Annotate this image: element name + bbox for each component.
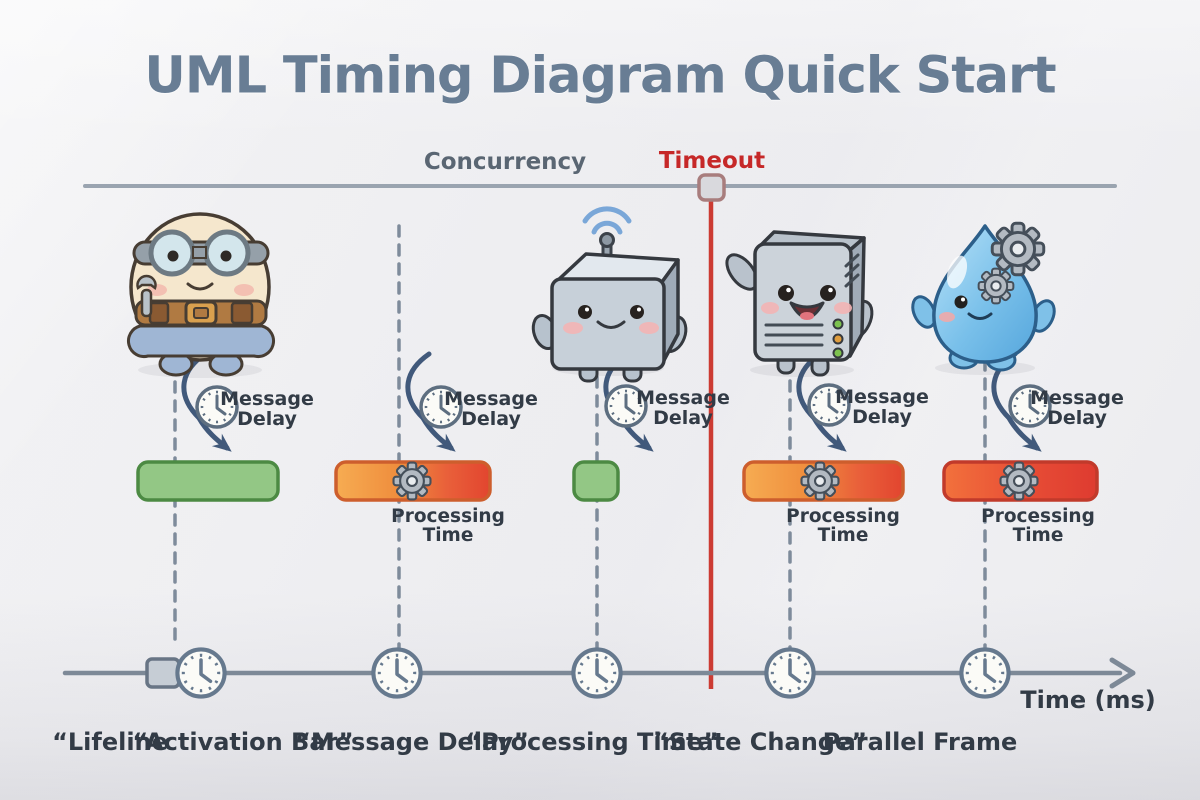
lifelines (173, 224, 987, 650)
activation-bar-green-small (572, 460, 620, 502)
gear-icon (392, 461, 432, 501)
legend-activation-bar: “Activation Bar” (132, 728, 354, 756)
gear-icon (999, 461, 1039, 501)
gear-icon (990, 221, 1046, 277)
message-delay-line2: Delay (852, 406, 912, 428)
message-delay-label: Message Delay (636, 388, 730, 428)
time-axis (62, 649, 1136, 696)
legend-state-change: “State Change” (652, 728, 868, 756)
processing-time-line1: Processing (981, 506, 1095, 527)
legend-message-delay: “Message Delay” (295, 728, 529, 756)
legend-processing-time: “Processing Time” (465, 728, 719, 756)
processing-time-label: Processing Time (981, 507, 1095, 545)
activation-bars (136, 460, 1099, 502)
message-delay-line2: Delay (653, 407, 713, 429)
message-delay-line2: Delay (461, 408, 521, 430)
waterdrop-mascot (911, 221, 1056, 375)
state-square-icon (697, 173, 726, 202)
message-delay-label: Message Delay (444, 389, 538, 429)
clock-icon (961, 649, 1008, 696)
message-delay-line1: Message (444, 388, 538, 410)
gear-icon (977, 267, 1015, 305)
gear-icon (800, 461, 840, 501)
message-delay-label: Message Delay (835, 387, 929, 427)
processing-time-line2: Time (1012, 525, 1064, 546)
processing-time-line2: Time (817, 525, 869, 546)
builder-mascot (127, 212, 275, 378)
message-delay-line1: Message (1030, 387, 1124, 409)
legend-lifeline: “Lifeline (52, 728, 168, 756)
server-mascot (725, 230, 874, 377)
processing-time-line1: Processing (786, 506, 900, 527)
message-delay-label: Message Delay (220, 389, 314, 429)
shadow (750, 363, 854, 377)
message-delay-label: Message Delay (1030, 388, 1124, 428)
clock-icon (177, 649, 224, 696)
page-title: UML Timing Diagram Quick Start (144, 46, 1056, 106)
processing-time-line1: Processing (391, 506, 505, 527)
activation-bar-green (136, 460, 280, 502)
concurrency-label: Concurrency (423, 149, 587, 175)
timeout-label: Timeout (658, 148, 766, 174)
processing-time-label: Processing Time (786, 507, 900, 545)
wifi-icon (582, 206, 632, 235)
message-delay-line1: Message (220, 388, 314, 410)
robot-cube-mascot (531, 206, 688, 383)
processing-time-line2: Time (422, 525, 474, 546)
lifeline-start-square (145, 657, 181, 689)
processing-time-label: Processing Time (391, 507, 505, 545)
message-delay-line2: Delay (237, 408, 297, 430)
message-delay-line1: Message (636, 387, 730, 409)
axis-arrowhead-icon (1109, 657, 1136, 689)
clock-icon (573, 649, 620, 696)
wrench-icon (136, 274, 157, 318)
clock-icon (766, 649, 813, 696)
clock-icon (373, 649, 420, 696)
message-delay-line1: Message (835, 386, 929, 408)
message-delay-line2: Delay (1047, 407, 1107, 429)
legend-parallel-frame: Parallel Frame (822, 728, 1018, 756)
time-axis-label: Time (ms) (1020, 686, 1156, 714)
